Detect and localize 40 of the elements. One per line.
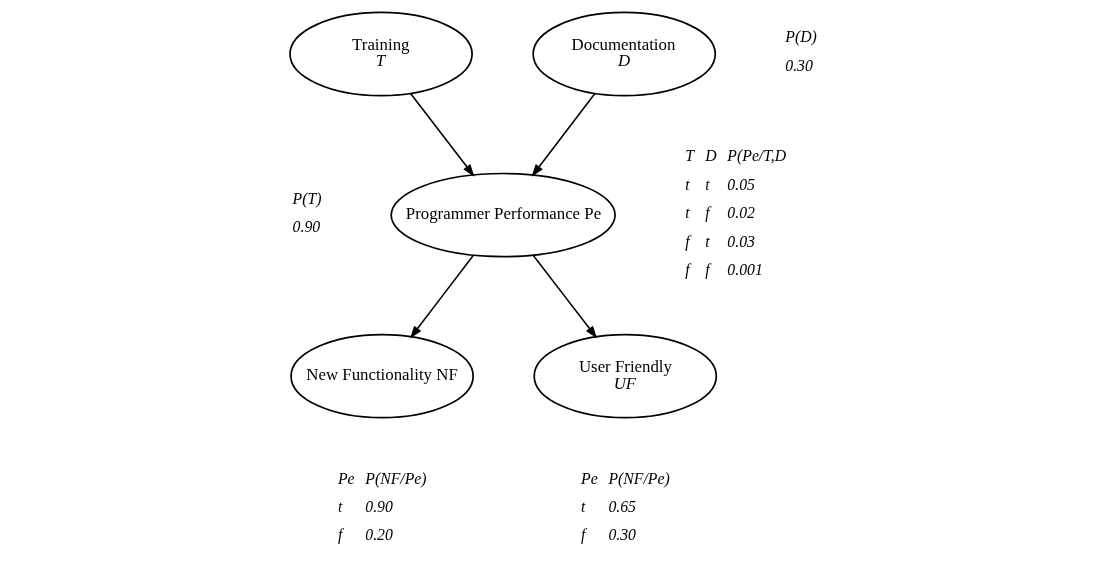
arrow	[532, 254, 598, 339]
label: 0.03	[727, 232, 755, 250]
label: t	[581, 497, 586, 515]
label: f	[685, 261, 690, 279]
label: 0.90	[365, 497, 393, 515]
label: f	[337, 526, 343, 544]
label: 0.20	[365, 526, 393, 544]
label: Pe	[337, 469, 355, 487]
label: 0.30	[608, 526, 637, 544]
arrow	[409, 92, 475, 177]
label: t	[705, 175, 710, 193]
label: 0.30	[785, 56, 813, 74]
label: f	[685, 232, 690, 250]
label: f	[581, 526, 586, 544]
label: P(T)	[292, 189, 322, 207]
label: f	[705, 204, 710, 222]
label: t	[337, 497, 343, 515]
arrow	[531, 92, 596, 177]
label: P(D)	[785, 28, 817, 46]
arrow	[410, 254, 475, 339]
label: D	[705, 147, 717, 165]
label: 0.90	[292, 217, 321, 235]
label: t	[685, 175, 690, 193]
node-ellipse: Training T	[289, 11, 473, 97]
label: P(NF/Pe)	[365, 469, 427, 487]
label: 0.001	[727, 261, 763, 279]
node-ellipse: User Friendly UF	[533, 333, 718, 419]
label: P(Pe/T,D	[727, 147, 787, 165]
node-ellipse: New Functionality NF	[290, 333, 474, 419]
label: 0.65	[608, 497, 637, 515]
label: P(NF/Pe)	[608, 469, 670, 487]
node-ellipse: Documentation D	[532, 11, 717, 97]
label: T	[685, 147, 695, 165]
label: 0.05	[727, 175, 755, 193]
label: t	[685, 204, 690, 222]
label: Pe	[581, 469, 598, 487]
label: t	[705, 232, 710, 250]
node-ellipse: Programmer Performance Pe	[390, 172, 616, 258]
label: f	[705, 261, 710, 279]
label: 0.02	[727, 204, 755, 222]
